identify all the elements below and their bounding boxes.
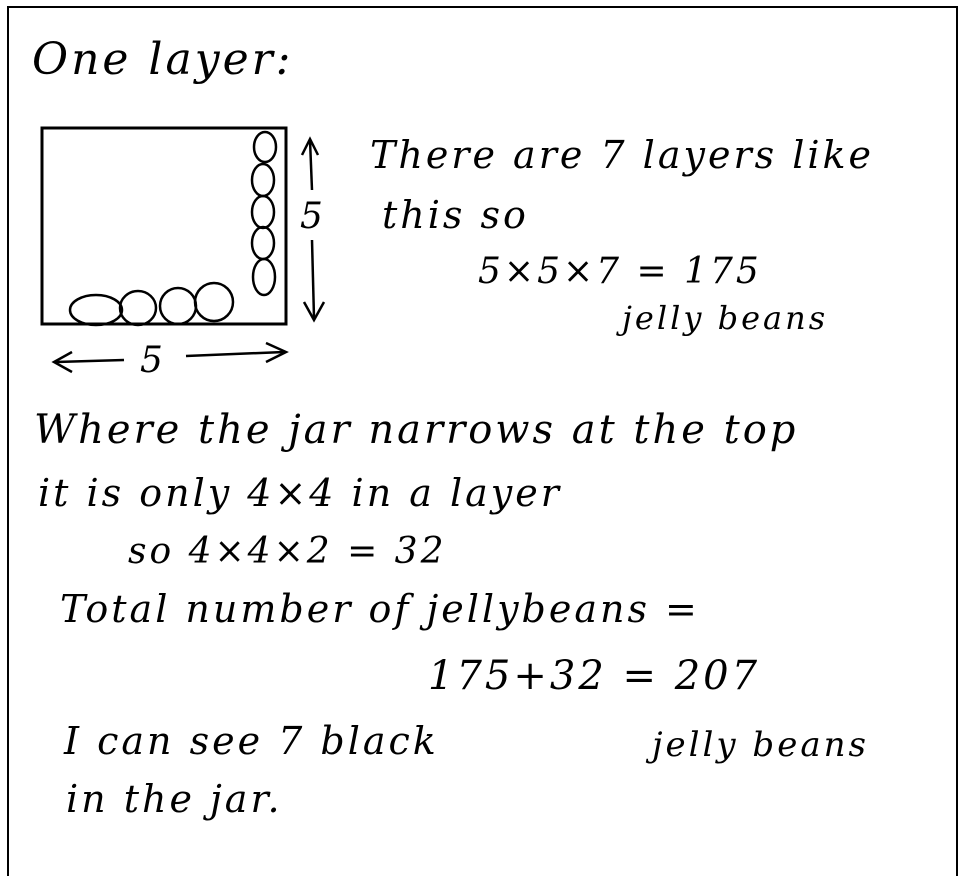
page-border — [7, 6, 958, 876]
height-arrow-top-shaft — [308, 139, 314, 191]
bean-side-4 — [250, 225, 276, 261]
narrow-line-2: it is only 4×4 in a layer — [38, 471, 562, 515]
bean-bottom-2 — [118, 289, 158, 327]
narrow-calculation: so 4×4×2 = 32 — [128, 531, 447, 572]
bottom-row-beans — [68, 281, 235, 327]
black-unit: jelly beans — [652, 725, 869, 765]
black-line-1: I can see 7 black — [64, 719, 439, 763]
layers-unit: jelly beans — [622, 299, 829, 337]
height-arrow — [300, 136, 326, 323]
layers-line-1: There are 7 layers like — [370, 133, 875, 177]
width-arrow — [51, 341, 289, 374]
bean-side-3 — [250, 194, 276, 230]
total-line: Total number of jellybeans = — [60, 587, 700, 631]
width-arrow-right-head — [265, 341, 289, 364]
bean-side-1 — [252, 130, 278, 164]
height-arrow-bottom-shaft — [310, 239, 316, 319]
height-label: 5 — [300, 196, 323, 237]
narrow-line-1: Where the jar narrows at the top — [34, 407, 799, 453]
layers-calculation: 5×5×7 = 175 — [478, 251, 762, 292]
width-arrow-left-shaft — [55, 358, 125, 364]
layers-line-2: this so — [382, 193, 529, 237]
width-label: 5 — [140, 340, 163, 381]
bean-bottom-3 — [158, 286, 198, 326]
heading-one-layer: One layer: — [32, 34, 294, 85]
layer-square — [40, 126, 288, 326]
total-calculation: 175+32 = 207 — [428, 653, 761, 699]
height-arrow-top-head — [300, 136, 320, 156]
right-column-beans — [250, 130, 278, 297]
bean-side-2 — [250, 162, 276, 198]
handwritten-page: One layer: 5 5 The — [7, 6, 958, 876]
black-line-2: in the jar. — [66, 777, 283, 821]
bean-bottom-4 — [193, 281, 235, 323]
width-arrow-left-head — [51, 350, 73, 374]
layer-diagram: 5 5 — [40, 126, 326, 381]
width-arrow-right-shaft — [185, 350, 285, 358]
bean-bottom-1 — [68, 293, 124, 327]
bean-side-5 — [251, 257, 277, 297]
height-arrow-bottom-head — [302, 301, 326, 323]
